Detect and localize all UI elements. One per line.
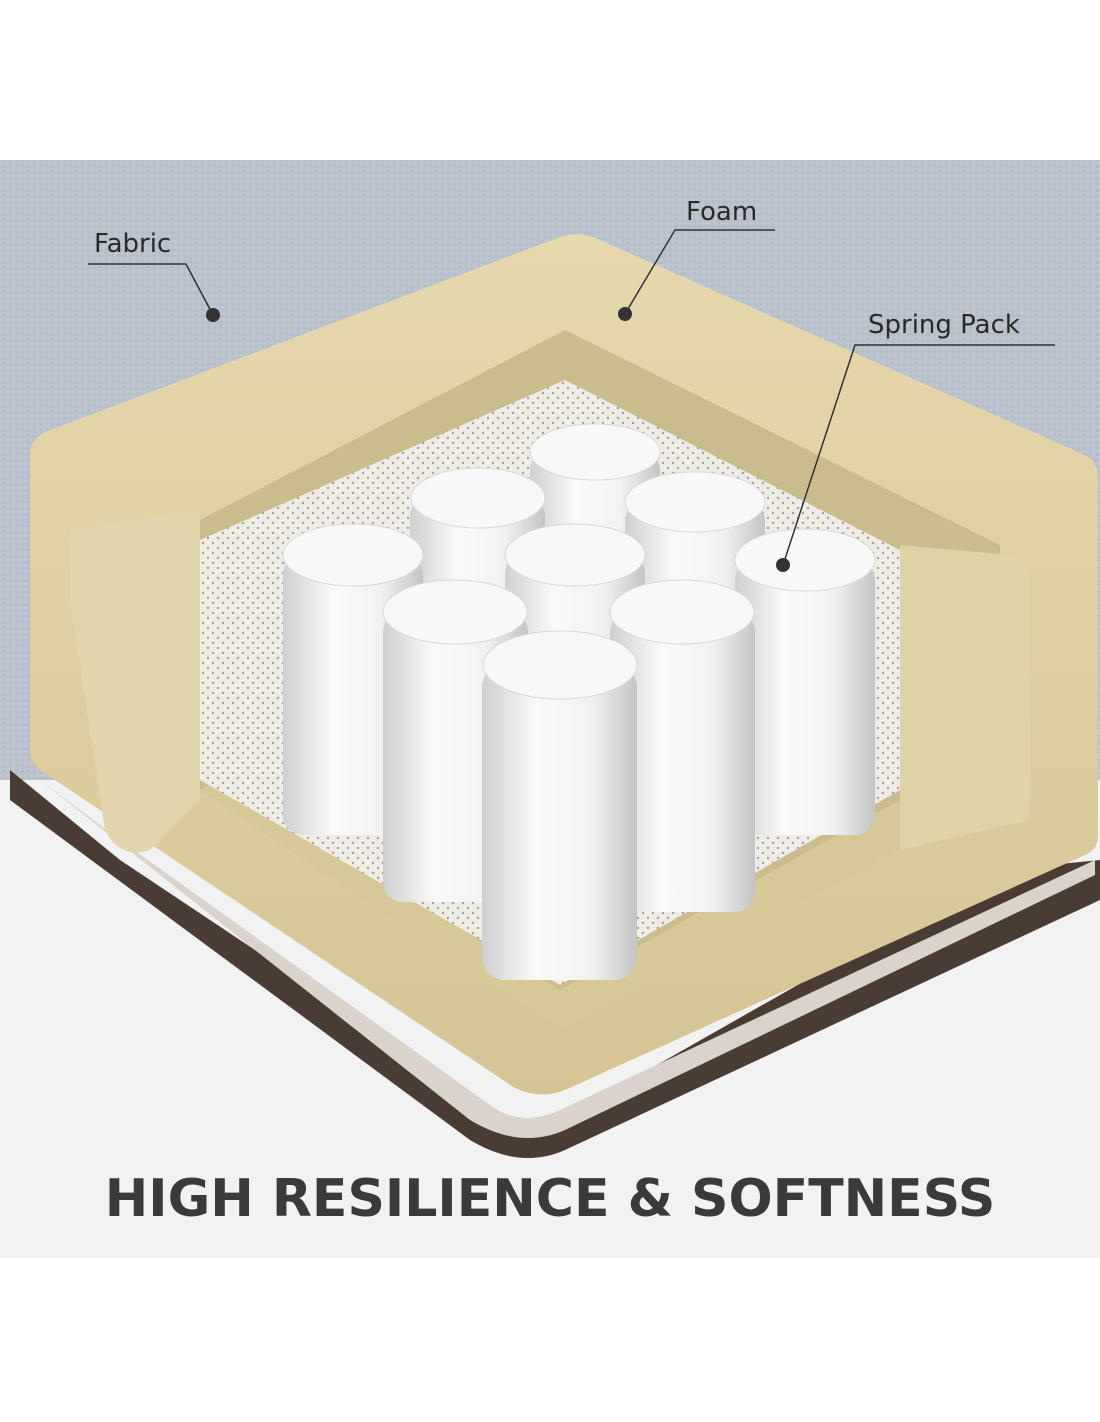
pocket-spring	[482, 631, 637, 980]
foam-inner-wall-right	[900, 545, 1030, 850]
spring-pack-label: Spring Pack	[868, 312, 1020, 338]
fabric-label: Fabric	[94, 231, 171, 257]
fabric-callout-dot	[206, 308, 220, 322]
foam-callout-dot	[618, 307, 632, 321]
foam-label: Foam	[686, 199, 757, 225]
top-white-band	[0, 0, 1100, 160]
headline: HIGH RESILIENCE & SOFTNESS	[0, 1168, 1100, 1230]
pocket-spring	[735, 529, 875, 835]
bottom-white-band	[0, 1258, 1100, 1422]
spring-pack-callout-dot	[776, 558, 790, 572]
